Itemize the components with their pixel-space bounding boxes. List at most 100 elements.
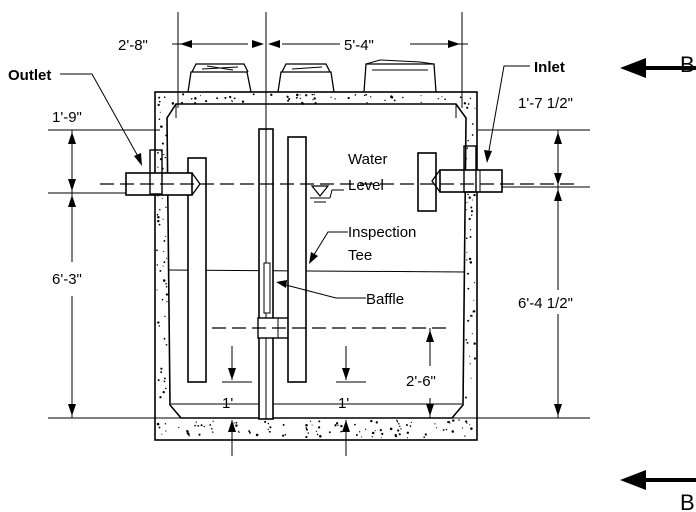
aggregate-speck (305, 424, 308, 427)
aggregate-speck (305, 94, 308, 97)
dim-inlet-liquid-depth: 6'-4 1/2" (518, 295, 573, 312)
aggregate-speck (203, 425, 205, 428)
aggregate-speck (194, 424, 196, 427)
section-arrow-bottom (620, 470, 696, 490)
aggregate-speck (163, 380, 166, 383)
aggregate-speck (371, 436, 373, 438)
aggregate-speck (469, 355, 471, 357)
aggregate-speck (163, 377, 166, 380)
aggregate-speck (233, 422, 235, 424)
aggregate-speck (398, 423, 400, 425)
aggregate-speck (284, 433, 287, 436)
aggregate-speck (158, 96, 161, 99)
aggregate-speck (299, 94, 301, 96)
aggregate-speck (305, 428, 308, 431)
aggregate-speck (395, 435, 398, 438)
aggregate-speck (162, 218, 164, 220)
inlet-pipe (431, 145, 503, 193)
aggregate-speck (424, 433, 427, 436)
aggregate-speck (312, 99, 314, 101)
aggregate-speck (241, 100, 245, 103)
access-risers (187, 59, 437, 93)
aggregate-speck (466, 209, 468, 211)
aggregate-speck (335, 422, 339, 425)
aggregate-speck (186, 430, 189, 433)
aggregate-speck (361, 436, 363, 438)
aggregate-speck (165, 134, 167, 137)
inlet-riser-lid (365, 59, 435, 65)
dim-inlet-tee-clearance: 1' (338, 395, 349, 412)
baffle-label: Baffle (366, 291, 404, 308)
aggregate-speck (471, 134, 474, 136)
inlet-riser (363, 63, 437, 93)
aggregate-speck (188, 435, 190, 437)
aggregate-speck (157, 219, 160, 223)
aggregate-speck (468, 257, 472, 261)
aggregate-speck (466, 237, 468, 239)
aggregate-speck (158, 100, 161, 103)
aggregate-speck (194, 101, 197, 105)
aggregate-speck (406, 437, 408, 439)
aggregate-speck (156, 264, 159, 266)
aggregate-speck (380, 437, 382, 439)
aggregate-speck (390, 96, 394, 99)
aggregate-speck (423, 436, 426, 439)
dimension-arrowheads (68, 40, 562, 432)
aggregate-speck (210, 427, 213, 430)
aggregate-speck (163, 337, 166, 340)
aggregate-speck (315, 430, 318, 433)
water-level-label-line2: Level (348, 177, 384, 194)
aggregate-speck (473, 299, 475, 301)
aggregate-speck (442, 429, 445, 431)
aggregate-speck (311, 93, 314, 96)
section-arrow-top (620, 58, 696, 78)
aggregate-speck (467, 272, 469, 275)
aggregate-speck (163, 153, 165, 156)
aggregate-speck (435, 427, 438, 429)
aggregate-speck (397, 429, 400, 432)
aggregate-speck (334, 98, 336, 100)
aggregate-speck (159, 111, 161, 113)
aggregate-speck (358, 431, 361, 433)
aggregate-speck (461, 427, 464, 429)
aggregate-speck (159, 269, 162, 272)
aggregate-speck (156, 422, 160, 426)
aggregate-speck (467, 287, 470, 290)
aggregate-speck (237, 430, 240, 432)
aggregate-speck (164, 423, 167, 425)
aggregate-speck (465, 158, 467, 160)
aggregate-speck (445, 428, 448, 431)
aggregate-speck (458, 419, 460, 421)
riser-hatch (206, 65, 234, 71)
aggregate-speck (467, 139, 469, 142)
dim-outlet-liquid-depth: 6'-3" (52, 271, 82, 288)
aggregate-speck (305, 427, 308, 429)
aggregate-speck (447, 421, 450, 424)
aggregate-speck (157, 379, 160, 382)
aggregate-speck (156, 249, 158, 252)
outlet-label: Outlet (8, 67, 51, 84)
section-label-bottom: B (680, 490, 695, 512)
aggregate-speck (287, 99, 290, 102)
tank-shell (154, 91, 478, 441)
aggregate-speck (171, 102, 175, 105)
aggregate-speck (409, 425, 412, 427)
aggregate-speck (459, 96, 462, 99)
aggregate-speck (235, 424, 238, 427)
middle-riser (277, 71, 335, 93)
aggregate-speck (165, 293, 169, 296)
aggregate-speck (163, 250, 165, 252)
aggregate-speck (420, 95, 422, 97)
aggregate-speck (299, 97, 302, 100)
aggregate-speck (469, 235, 472, 238)
aggregate-speck (313, 97, 316, 100)
dim-outlet-tee-clearance: 1' (222, 395, 233, 412)
aggregate-speck (471, 314, 473, 316)
partition-slot (263, 262, 271, 314)
aggregate-speck (159, 209, 161, 211)
aggregate-speck (282, 423, 285, 426)
aggregate-speck (248, 431, 251, 434)
aggregate-speck (396, 420, 399, 423)
aggregate-speck (437, 98, 439, 100)
aggregate-speck (165, 387, 167, 390)
